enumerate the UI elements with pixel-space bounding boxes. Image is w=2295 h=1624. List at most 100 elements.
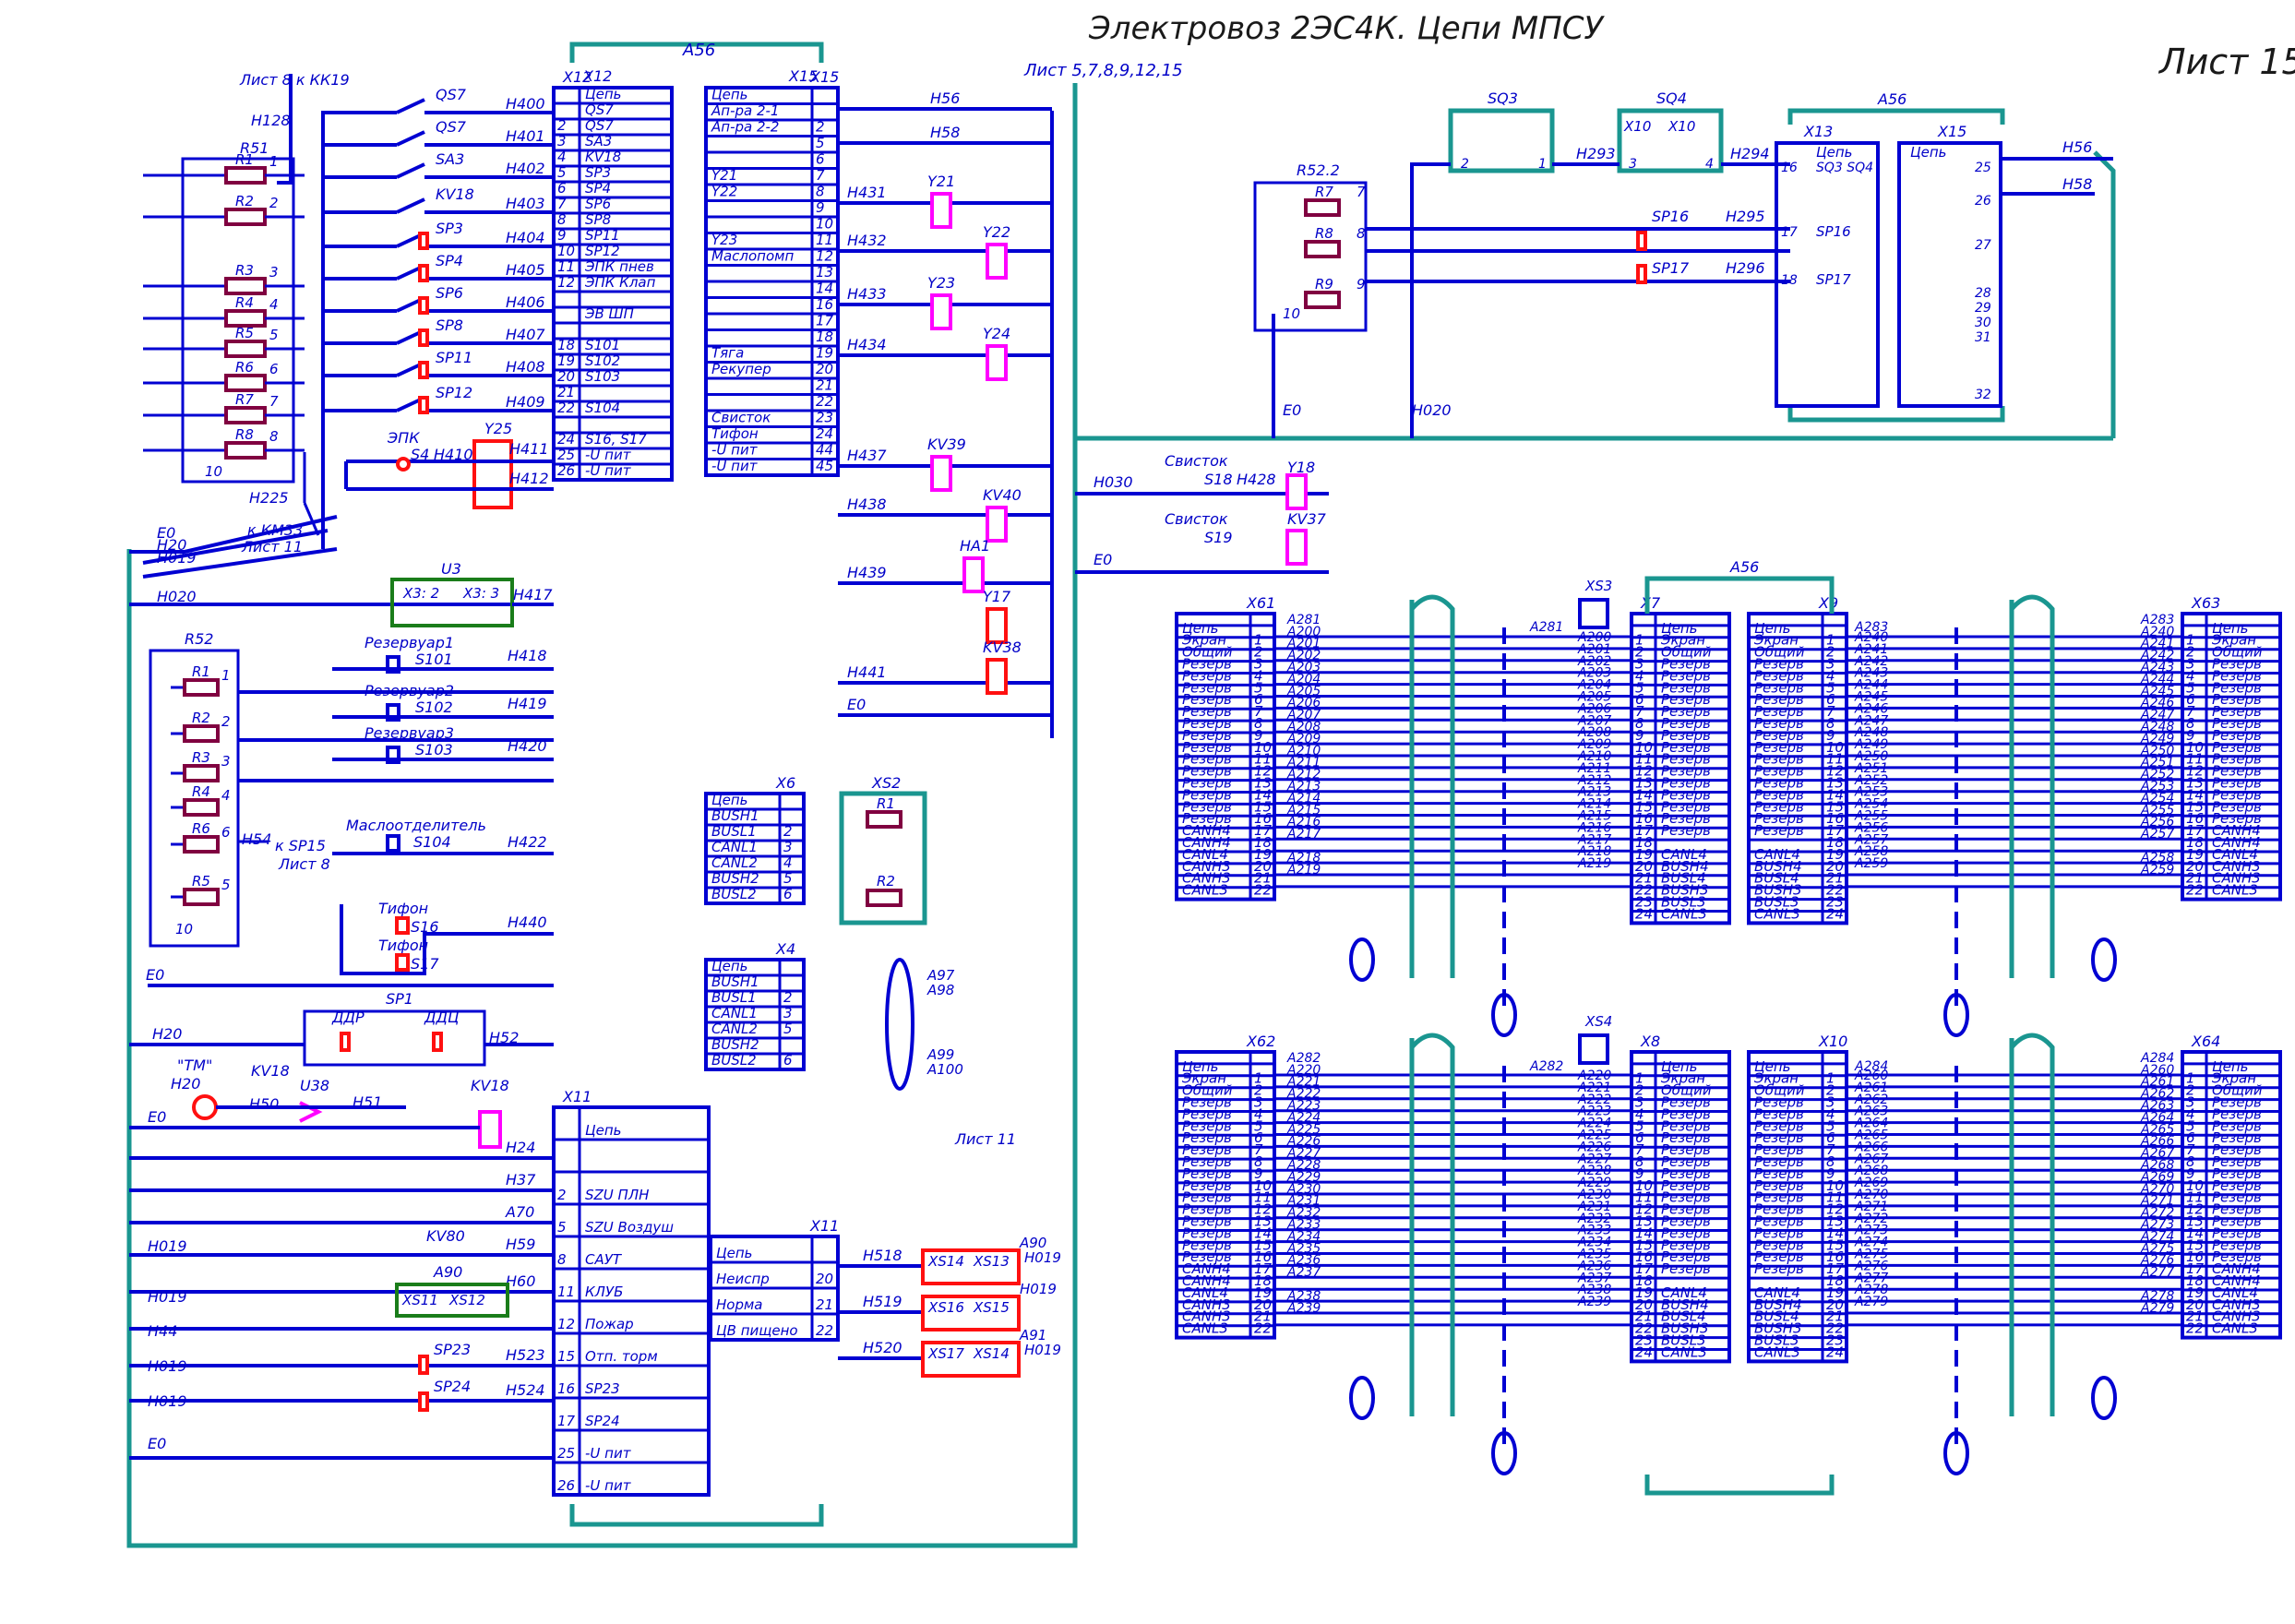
x8-row-number: 24: [1635, 1343, 1653, 1360]
x13-frame: [1775, 141, 1880, 408]
ddr-contact: [340, 1032, 351, 1052]
x63-row-number: 1: [2186, 632, 2195, 649]
x64-row-number: 11: [2186, 1189, 2204, 1206]
x15-out-label: H438: [847, 496, 887, 513]
bus-h019a: H019: [148, 1237, 187, 1255]
r51-resistor-label: R6: [235, 359, 254, 376]
x10-row-number: 9: [1826, 1165, 1835, 1182]
x8-row-circuit: Резерв: [1661, 1105, 1711, 1122]
x61-row-number: 19: [1254, 846, 1272, 863]
r522-frame: [1253, 181, 1368, 332]
r52-resistor-label: R3: [192, 749, 210, 766]
kk19-wire: [277, 74, 293, 185]
x11b-wire-label: H519: [863, 1293, 902, 1310]
r522-resistor: [1304, 198, 1341, 217]
x61-row-number: 16: [1254, 810, 1272, 827]
x63-row-number: 12: [2186, 763, 2204, 780]
xs2-r1-label: R1: [877, 795, 895, 812]
x62-row-circuit: CANH4: [1182, 1260, 1231, 1277]
x12-row-circuit: SP4: [585, 180, 611, 197]
x63-row-circuit: CANH3: [2212, 858, 2261, 875]
x12-row-circuit: S101: [585, 337, 620, 353]
h20-label: H20: [152, 1025, 182, 1043]
x8-row-circuit: BUSL4: [1661, 1308, 1706, 1325]
x11-wire-label: H523: [506, 1346, 545, 1364]
r52-resistor-label: R2: [192, 710, 210, 726]
x7-row-circuit: BUSH4: [1661, 858, 1709, 875]
xs-right-bottom: H019: [1024, 1249, 1061, 1266]
x64-row-circuit: Резерв: [2212, 1165, 2262, 1182]
x11-title: X11: [562, 1088, 592, 1105]
x4-sheet11-label: Лист 11: [954, 1130, 1016, 1148]
r51-resistor: [224, 340, 267, 358]
x64-row-number: 8: [2186, 1153, 2195, 1170]
r51-resistor: [224, 441, 267, 460]
x61-row-number: 22: [1254, 882, 1272, 899]
x64-row-number: 2: [2186, 1082, 2195, 1099]
kv18c-label: KV18: [471, 1077, 509, 1094]
x63-row-circuit: Резерв: [2212, 656, 2262, 673]
x62-row-circuit: Цепь: [1182, 1058, 1219, 1075]
x7-row-number: 17: [1635, 822, 1654, 839]
x13-r18: 18: [1781, 273, 1798, 288]
x61-row-circuit: Резерв: [1182, 656, 1232, 673]
x7-row-number: 16: [1635, 810, 1653, 827]
x12-row-circuit: QS7: [585, 117, 614, 134]
wire-label: H404: [506, 229, 545, 246]
x61-row-number: 13: [1254, 775, 1272, 792]
x12-title: X12: [562, 68, 592, 86]
u3-label: U3: [441, 560, 461, 578]
bus-h44: H44: [148, 1322, 177, 1340]
top-ref-label: Лист 8 к КК19: [239, 71, 350, 89]
tr-h020: H020: [1412, 401, 1452, 419]
x15-coil-label: Y22: [983, 223, 1010, 241]
x61-row-number: 20: [1254, 858, 1272, 875]
sq4-frame: [1617, 108, 1724, 173]
r522-pin: 8: [1357, 225, 1366, 242]
x63-row-number: 22: [2186, 882, 2204, 899]
r52-frame: [149, 649, 240, 948]
x64-row-number: 22: [2186, 1320, 2204, 1337]
x62-row-circuit: Резерв: [1182, 1165, 1232, 1182]
x11b-row-number: 21: [816, 1296, 833, 1313]
r51-pin: 2: [269, 195, 279, 211]
r52-resistor-label: R6: [192, 820, 210, 837]
x64-row-number: 13: [2186, 1213, 2204, 1230]
sheet-refs-label: Лист 5,7,8,9,12,15: [1023, 61, 1183, 80]
x12-row-number: 5: [557, 164, 567, 181]
x8-row-number: 23: [1635, 1332, 1653, 1349]
shield-end-ellipse: [1943, 1431, 1969, 1475]
x11-wire-label: A70: [505, 1203, 534, 1221]
switch-label: QS7: [436, 118, 467, 136]
x7-row-number: 13: [1635, 775, 1653, 792]
x12-row-circuit: SP11: [585, 227, 620, 244]
bus-h019: [142, 547, 338, 579]
pair-ellipse: [1349, 1376, 1375, 1420]
bus-e0b: E0: [148, 1435, 166, 1452]
reservoir-contact: [386, 703, 400, 722]
x11b-row-circuit: ЦВ пищено: [716, 1322, 798, 1339]
x64-title: X64: [2191, 1033, 2220, 1050]
r51-resistor-label: R1: [235, 151, 254, 168]
x62-row-circuit: Резерв: [1182, 1105, 1232, 1122]
x64-row-number: 7: [2186, 1141, 2195, 1158]
x15-out-label: H431: [847, 184, 887, 201]
x9-row-number: 12: [1826, 763, 1844, 780]
x10-row-circuit: BUSH3: [1754, 1320, 1802, 1337]
xs4-box: [1578, 1033, 1609, 1065]
x61-row-number: 18: [1254, 834, 1272, 851]
x7-row-number: 3: [1635, 656, 1644, 673]
r51-label: R51: [240, 139, 269, 157]
x9-row-number: 1: [1826, 632, 1835, 649]
x8-row-number: 11: [1635, 1189, 1653, 1206]
x8-title: X8: [1640, 1033, 1660, 1050]
kv37-coil: [1285, 529, 1308, 566]
x7-row-number: 15: [1635, 798, 1653, 815]
x15r-pin: 29: [1975, 301, 1991, 316]
x64-row-number: 5: [2186, 1117, 2195, 1134]
x7-row-circuit: Резерв: [1661, 786, 1711, 803]
x11-row-circuit: SZU Воздуш: [585, 1219, 674, 1236]
x9-row-circuit: Резерв: [1754, 727, 1804, 744]
x15-left-row-number: 11: [816, 232, 833, 248]
x10-row-number: 18: [1826, 1272, 1844, 1289]
